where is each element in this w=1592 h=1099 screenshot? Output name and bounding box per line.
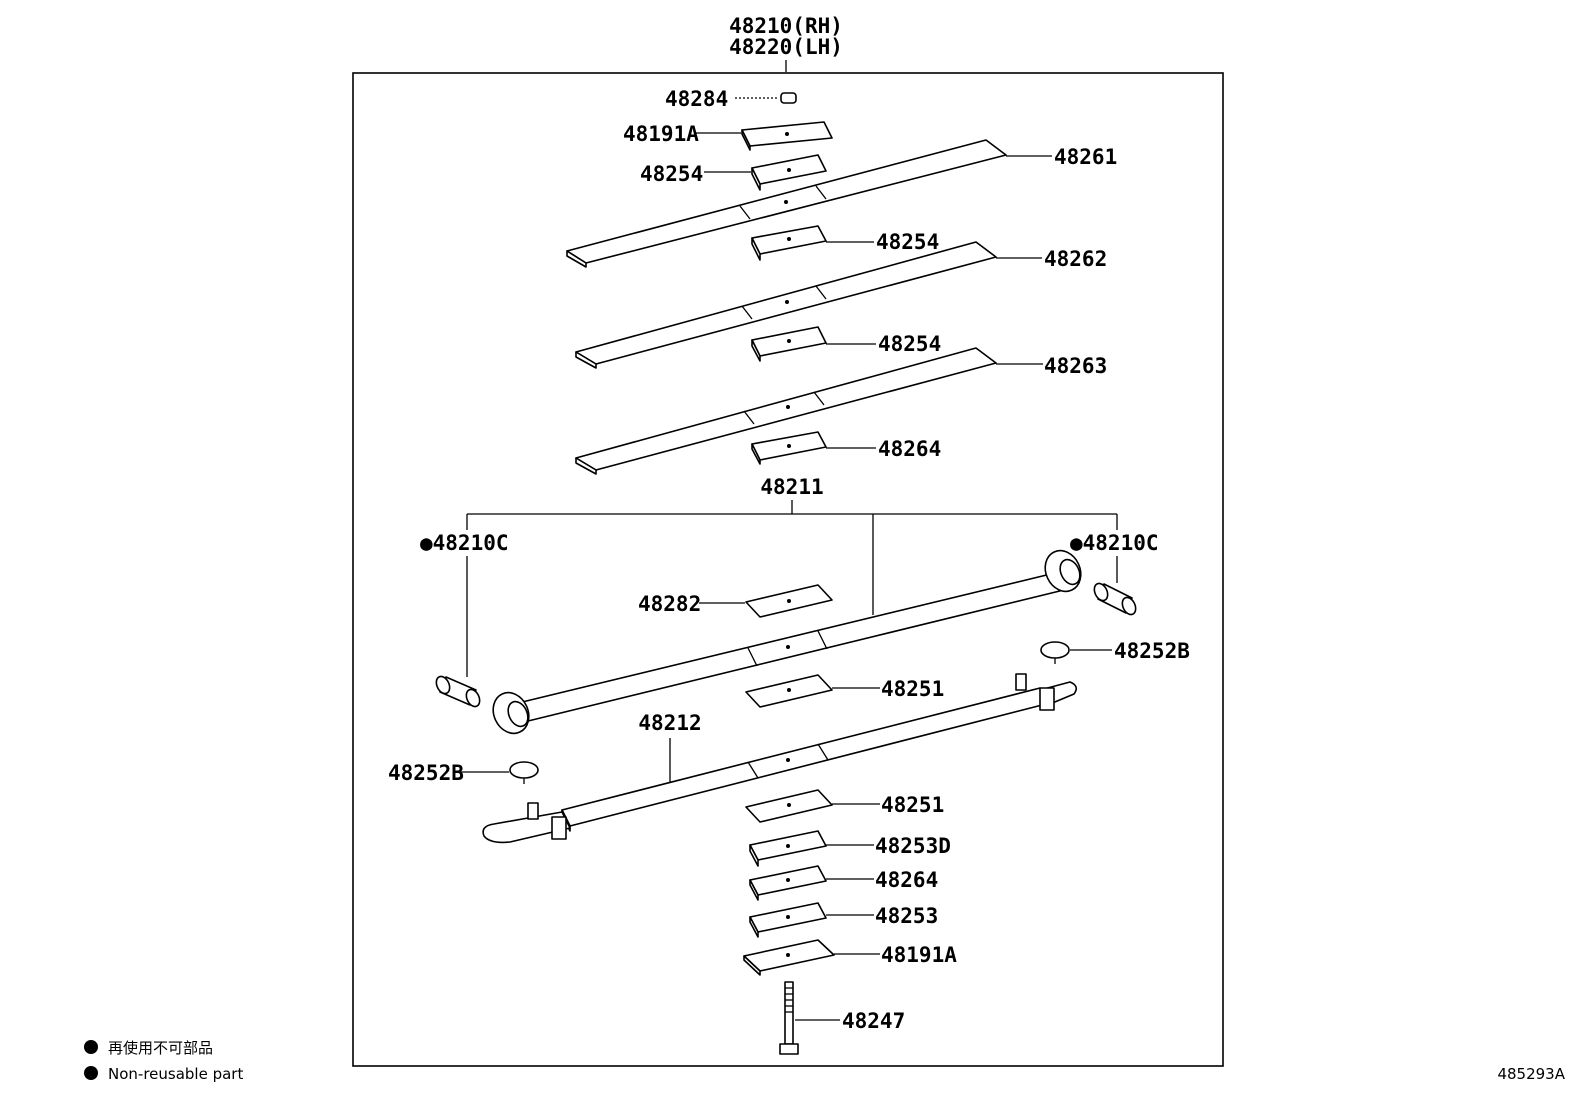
spacer-48253D: [749, 830, 874, 867]
legend-bullet-jp: [84, 1040, 98, 1054]
label-48264-top: 48264: [878, 437, 941, 461]
label-48210C-left: ●48210C: [420, 531, 509, 555]
label-48284: 48284: [665, 87, 728, 111]
legend-jp: 再使用不可部品: [108, 1039, 213, 1057]
legend-bullet-en: [84, 1066, 98, 1080]
cap-48252B-left: [460, 761, 539, 784]
bushing-48210C-left: [435, 675, 481, 708]
spacer-48253: [749, 902, 874, 938]
bolt-48247: [779, 981, 840, 1055]
label-48212: 48212: [638, 711, 701, 735]
label-48263: 48263: [1044, 354, 1107, 378]
assembly-title-lh: 48220(LH): [729, 35, 843, 59]
label-48251-top: 48251: [881, 677, 944, 701]
pad-48251-bottom: [745, 789, 880, 823]
plate-48191A-bottom: [743, 939, 880, 976]
leaf-48262: [575, 241, 1042, 369]
label-48211: 48211: [760, 475, 823, 499]
label-48254-low: 48254: [878, 332, 941, 356]
shim-48264-bottom: [749, 865, 874, 901]
label-48251-bottom: 48251: [881, 793, 944, 817]
label-48253: 48253: [875, 904, 938, 928]
main-leaf-48211: [492, 549, 1082, 735]
label-48210C-right: ●48210C: [1070, 531, 1159, 555]
label-48247: 48247: [842, 1009, 905, 1033]
cap-48252B-right: [1040, 641, 1112, 664]
label-48253D: 48253D: [875, 834, 951, 858]
legend-en: Non-reusable part: [108, 1065, 243, 1083]
spacer-48254-mid: [751, 225, 874, 261]
helper-leaf-48212: [482, 673, 1078, 844]
spacer-48254-top: [704, 154, 827, 191]
bracket-48211: [466, 500, 1118, 615]
label-48261: 48261: [1054, 145, 1117, 169]
label-48191A-bottom: 48191A: [881, 943, 957, 967]
label-48252B-left: 48252B: [388, 761, 464, 785]
label-48254-mid: 48254: [876, 230, 939, 254]
catalog-number: 485293A: [1497, 1065, 1565, 1083]
shim-48264-top: [751, 431, 876, 465]
label-48264-bottom: 48264: [875, 868, 938, 892]
label-48262: 48262: [1044, 247, 1107, 271]
spacer-48254-low: [751, 326, 876, 362]
legend: 再使用不可部品 Non-reusable part: [84, 1039, 243, 1083]
assembly-title-rh: 48210(RH): [729, 14, 843, 38]
leaf-48261: [566, 139, 1052, 268]
label-48282: 48282: [638, 592, 701, 616]
bushing-48210C-right: [1093, 582, 1137, 616]
pad-48282: [699, 584, 833, 618]
diagram-frame: [352, 72, 1224, 1067]
label-48252B-right: 48252B: [1114, 639, 1190, 663]
plate-48191A-top: [695, 121, 833, 151]
label-48254-top: 48254: [640, 162, 703, 186]
pad-48251-top: [745, 674, 880, 708]
label-48191A-top: 48191A: [623, 122, 699, 146]
nut-48284: [735, 92, 797, 104]
leaf-48263: [575, 347, 1043, 475]
